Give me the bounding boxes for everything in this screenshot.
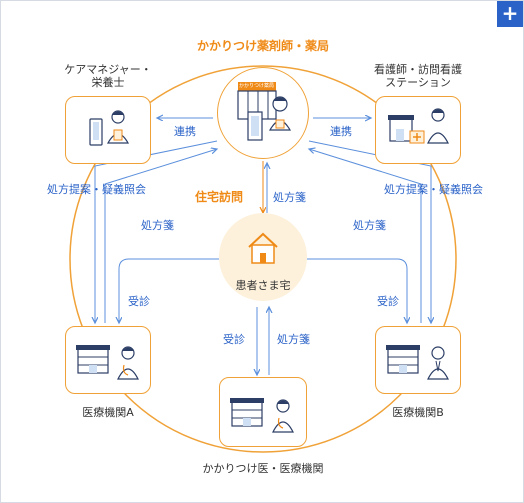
rx-left-arrow: [104, 149, 217, 323]
visit-bottom-label: 受診: [223, 333, 245, 346]
rx-center-label: 処方箋: [273, 191, 306, 204]
hospital-b-node: [375, 326, 461, 394]
rx-left-label: 処方箋: [141, 219, 174, 232]
nurse-illustration: [388, 108, 449, 144]
proposal-right-label: 処方提案・疑義照会: [384, 183, 483, 196]
visit-left-label: 受診: [128, 295, 150, 308]
rx-bottom-label: 処方箋: [277, 333, 310, 346]
pharmacy-node: [217, 67, 309, 159]
hospital-a-illustration: [76, 345, 139, 380]
proposal-left-label: 処方提案・疑義照会: [47, 183, 146, 196]
hospital-a-node: [65, 326, 151, 394]
link-label-right: 連携: [330, 125, 352, 138]
visit-left-arrow: [119, 258, 219, 323]
visit-right-arrow: [307, 258, 407, 323]
pharmacist-illustration: [237, 82, 292, 141]
nursing-label: 看護師・訪問看護 ステーション: [374, 63, 462, 89]
hospital-b-illustration: [386, 345, 449, 380]
proposal-left-arrow: [95, 140, 218, 323]
care-manager-illustration: [89, 110, 130, 146]
family-doctor-node: [219, 377, 307, 447]
house-icon: [248, 232, 278, 264]
home-visit-label: 住宅訪問: [195, 190, 244, 204]
proposal-right-arrow: [308, 140, 431, 323]
nursing-line: 看護師・訪問看護 ステーション: [374, 63, 462, 89]
rx-right-arrow: [309, 149, 422, 323]
patient-node: [219, 213, 307, 301]
expand-button[interactable]: +: [497, 1, 523, 27]
care-circle: [69, 65, 457, 453]
care-manager-node: [65, 96, 151, 164]
hospital-b-label: 医療機関B: [392, 406, 444, 419]
pharmacy-sign: かかりつけ薬局: [239, 83, 275, 89]
visit-right-label: 受診: [377, 295, 399, 308]
care-manager-line: ケアマネジャー・ 栄養士: [64, 63, 152, 89]
rx-right-label: 処方箋: [353, 219, 386, 232]
patient-label: 患者さま宅: [235, 279, 291, 292]
care-manager-label: ケアマネジャー・ 栄養士: [64, 63, 151, 89]
family-doctor-label: かかりつけ医・医療機関: [202, 462, 324, 475]
nursing-node: [375, 96, 461, 164]
link-label-left: 連携: [174, 125, 196, 138]
pharmacy-title: かかりつけ薬剤師・薬局: [196, 39, 330, 53]
hospital-a-label: 医療機関A: [82, 406, 134, 419]
family-doctor-illustration: [230, 398, 294, 433]
